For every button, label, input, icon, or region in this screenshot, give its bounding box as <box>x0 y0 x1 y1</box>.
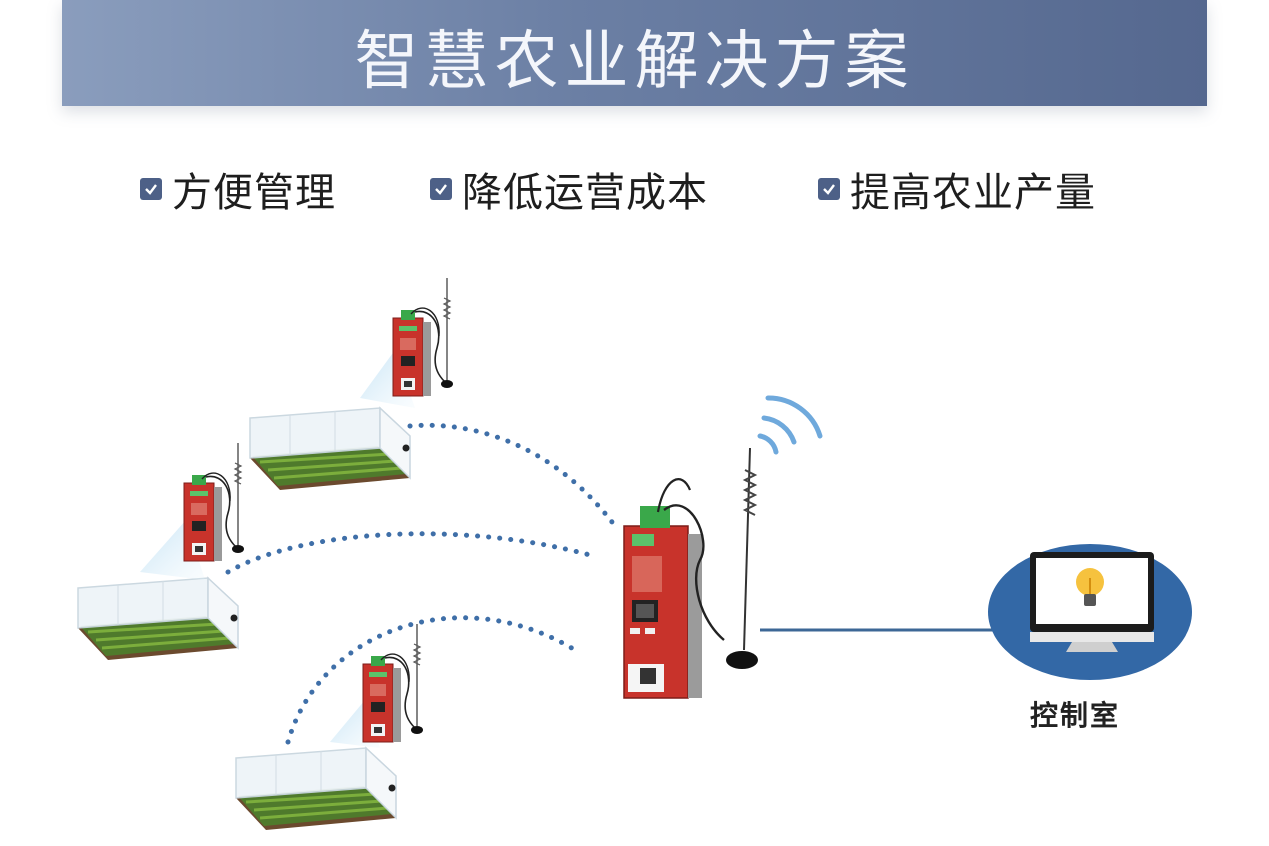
benefit-label: 提高农业产量 <box>850 170 1096 216</box>
greenhouse-icon <box>248 406 412 492</box>
lightbulb-icon <box>1076 568 1104 606</box>
wireless-link <box>407 422 621 533</box>
greenhouse-icon <box>234 746 398 832</box>
control-room-label: 控制室 <box>1030 699 1121 732</box>
router-icon <box>623 447 758 699</box>
router-icon <box>183 442 245 562</box>
checkbox-icon <box>140 178 162 200</box>
greenhouse-icon <box>76 576 240 662</box>
benefit-item: 降低运营成本 <box>430 160 708 218</box>
router-icon <box>392 277 454 397</box>
benefit-label: 方便管理 <box>172 170 336 216</box>
wireless-link <box>225 531 593 575</box>
benefit-item: 方便管理 <box>140 160 336 218</box>
benefits-row: 方便管理 降低运营成本 提高农业产量 <box>0 160 1269 220</box>
benefit-label: 降低运营成本 <box>462 170 708 216</box>
benefit-item: 提高农业产量 <box>818 160 1096 218</box>
wifi-signal-icon <box>757 395 823 455</box>
wireless-link <box>285 615 578 745</box>
page-title: 智慧农业解决方案 <box>354 25 915 99</box>
checkbox-icon <box>818 178 840 200</box>
checkbox-icon <box>430 178 452 200</box>
title-banner: 智慧农业解决方案 <box>62 0 1207 106</box>
